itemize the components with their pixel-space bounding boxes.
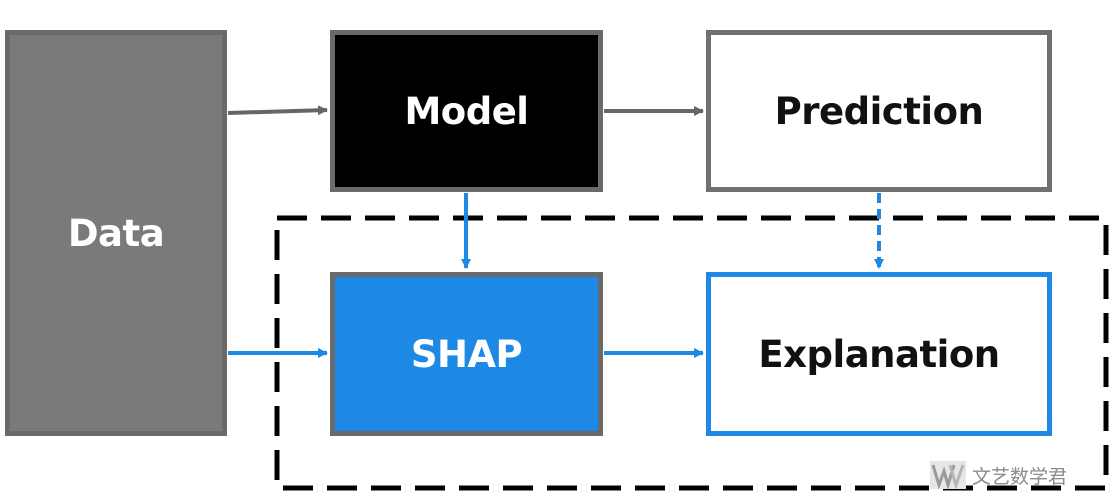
node-prediction-label: Prediction	[774, 89, 984, 133]
watermark: 文艺数学君	[930, 460, 1067, 490]
node-model-label: Model	[404, 89, 529, 133]
w-logo-icon	[930, 461, 966, 489]
node-prediction: Prediction	[706, 30, 1052, 192]
edge-data-to-model	[227, 105, 328, 116]
node-data-label: Data	[67, 211, 165, 255]
node-model: Model	[330, 30, 603, 192]
node-explanation-label: Explanation	[758, 332, 1000, 376]
node-data: Data	[5, 30, 227, 436]
watermark-text: 文艺数学君	[972, 465, 1068, 488]
node-explanation: Explanation	[706, 272, 1052, 436]
group-dashed-border	[274, 215, 1109, 491]
node-shap-label: SHAP	[410, 332, 523, 376]
node-shap: SHAP	[330, 272, 603, 436]
